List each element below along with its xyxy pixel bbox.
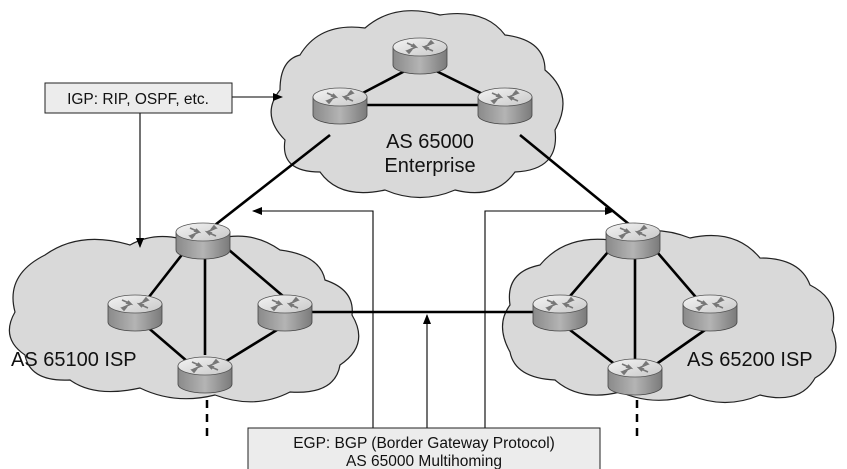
igp-callout-text: IGP: RIP, OSPF, etc. <box>67 91 209 108</box>
isp-right-label: AS 65200 ISP <box>687 349 813 371</box>
igp-callout: IGP: RIP, OSPF, etc. <box>44 82 233 114</box>
router-icon[interactable] <box>175 222 231 260</box>
router-icon[interactable] <box>177 356 233 394</box>
egp-callout: EGP: BGP (Border Gateway Protocol) AS 65… <box>247 427 601 469</box>
egp-callout-line1: EGP: BGP (Border Gateway Protocol) <box>293 435 555 452</box>
router-icon[interactable] <box>257 294 313 332</box>
router-icon[interactable] <box>682 294 738 332</box>
callout-arrows <box>136 93 615 428</box>
igp-callout-box <box>44 82 233 114</box>
enterprise-as-label: AS 65000 <box>386 131 474 153</box>
router-icon[interactable] <box>532 294 588 332</box>
router-icon[interactable] <box>605 222 661 260</box>
router-icon[interactable] <box>477 87 533 125</box>
isp-left-label: AS 65100 ISP <box>11 349 137 371</box>
router-icon[interactable] <box>392 37 448 75</box>
router-icon[interactable] <box>312 87 368 125</box>
isp-right-cloud <box>501 229 837 404</box>
enterprise-name-label: Enterprise <box>384 155 475 177</box>
egp-callout-line2: AS 65000 Multihoming <box>346 453 502 469</box>
router-icon[interactable] <box>607 358 663 396</box>
router-icon[interactable] <box>107 294 163 332</box>
egp-callout-box <box>247 427 601 469</box>
